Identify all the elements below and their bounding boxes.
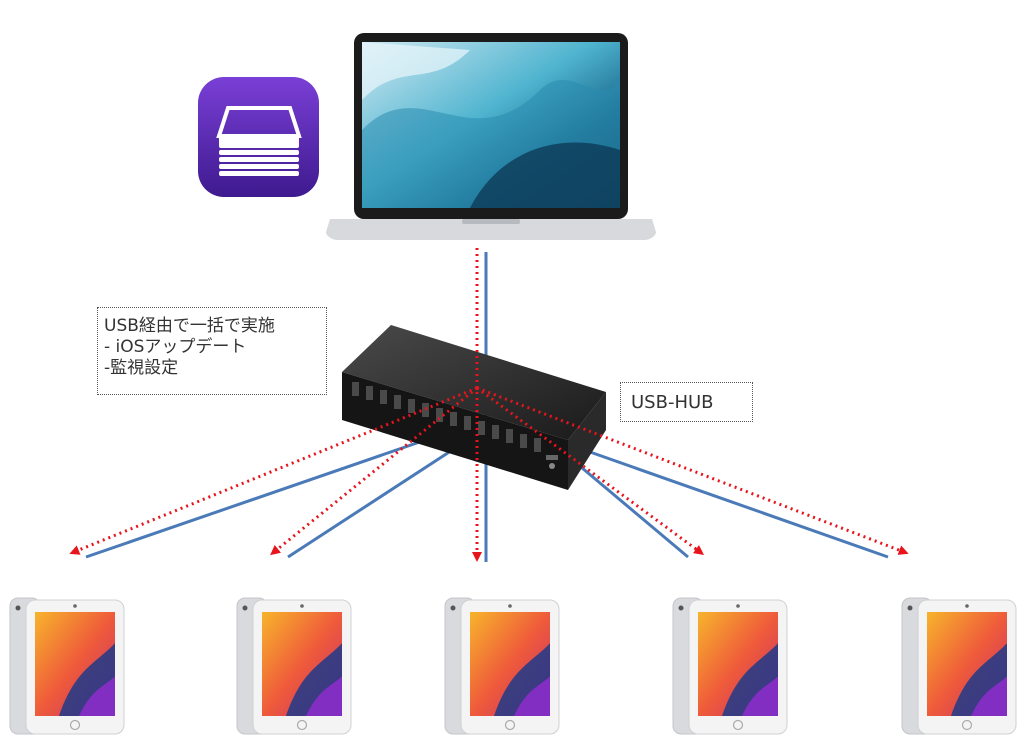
ipad-1-icon (9, 597, 125, 735)
flow-ipad-5 (476, 386, 909, 555)
process-note-line-2: - iOSアップデート (104, 337, 247, 357)
cable-ipad-4 (574, 460, 689, 559)
cable-ipad-2 (287, 443, 461, 559)
cable-ipad-1 (85, 433, 441, 559)
macbook-air-icon (326, 33, 656, 240)
ipad-2-icon (236, 597, 352, 735)
flow-ipad-4 (476, 386, 705, 555)
ipad-5-icon (901, 597, 1017, 735)
cable-ipad-5 (589, 450, 889, 559)
process-note-line-1: USB経由で一括で実施 (104, 316, 275, 336)
ipad-4-icon (672, 597, 788, 735)
flow-ipad-2 (270, 386, 478, 556)
ipad-3-icon (444, 597, 560, 735)
flow-ipad-1 (69, 386, 478, 555)
process-note-line-3: -監視設定 (104, 358, 179, 378)
usb-hub-label: USB-HUB (620, 382, 753, 422)
usb-hub-icon (342, 325, 606, 490)
apple-configurator-icon (198, 77, 319, 197)
usb-cables (85, 252, 889, 562)
process-note: USB経由で一括で実施 - iOSアップデート -監視設定 (97, 307, 327, 395)
data-flow-arrows (69, 248, 909, 562)
